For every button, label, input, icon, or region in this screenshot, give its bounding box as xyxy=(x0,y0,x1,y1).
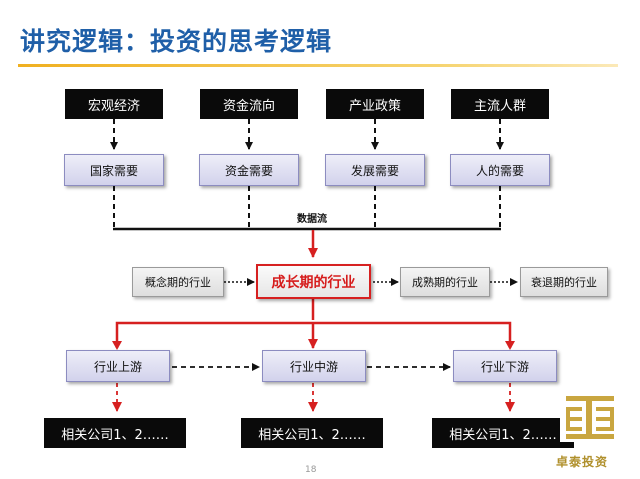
title-underline xyxy=(18,64,618,67)
companies-upstream: 相关公司1、2…… xyxy=(44,418,186,448)
chain-upstream: 行业上游 xyxy=(66,350,170,382)
chain-midstream: 行业中游 xyxy=(262,350,366,382)
driver-macro-economy: 宏观经济 xyxy=(65,89,163,119)
stage-mature: 成熟期的行业 xyxy=(400,267,490,297)
companies-downstream: 相关公司1、2…… xyxy=(432,418,574,448)
logo-text: 卓泰投资 xyxy=(556,455,609,469)
driver-capital-flow: 资金流向 xyxy=(200,89,298,119)
page-number: 18 xyxy=(305,465,317,475)
companies-midstream: 相关公司1、2…… xyxy=(241,418,383,448)
need-people: 人的需要 xyxy=(450,154,550,186)
company-logo-icon xyxy=(560,392,620,442)
page-title: 讲究逻辑：投资的思考逻辑 xyxy=(20,27,333,56)
driver-mainstream-population: 主流人群 xyxy=(451,89,549,119)
need-capital: 资金需要 xyxy=(199,154,299,186)
need-development: 发展需要 xyxy=(325,154,425,186)
driver-industrial-policy: 产业政策 xyxy=(326,89,424,119)
stage-decline: 衰退期的行业 xyxy=(520,267,608,297)
chain-downstream: 行业下游 xyxy=(453,350,557,382)
stage-growth: 成长期的行业 xyxy=(256,264,371,299)
data-flow-label: 数据流 xyxy=(297,214,327,225)
need-national: 国家需要 xyxy=(64,154,164,186)
stage-concept: 概念期的行业 xyxy=(132,267,224,297)
